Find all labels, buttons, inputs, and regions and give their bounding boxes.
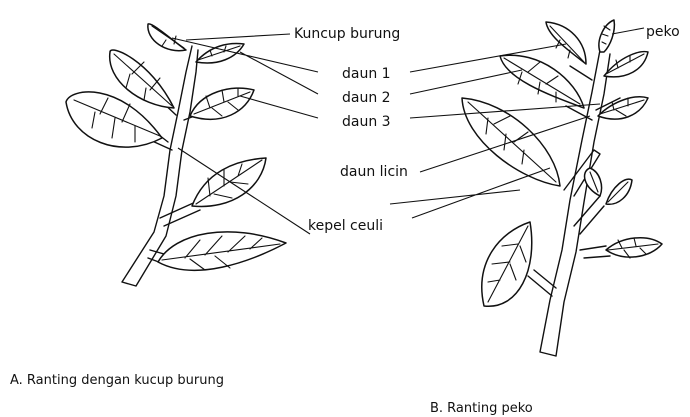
label-daun-licin: daun licin — [340, 164, 408, 180]
label-daun-2: daun 2 — [342, 90, 391, 106]
label-kuncup-burung: Kuncup burung — [294, 26, 400, 42]
branch-a-bud — [148, 24, 186, 51]
branch-a — [66, 24, 318, 286]
label-daun-1: daun 1 — [342, 66, 391, 82]
caption-b: B. Ranting peko — [430, 401, 533, 416]
branch-b-leaf-bottom — [482, 222, 532, 306]
branch-b-leaf-right-mid — [598, 97, 648, 119]
branch-a-leaf-bottom — [158, 232, 286, 270]
branch-b — [390, 20, 662, 356]
label-kepel-ceuli: kepel ceuli — [308, 218, 383, 234]
label-daun-3: daun 3 — [342, 114, 391, 130]
label-peko: peko — [646, 24, 680, 40]
branch-b-side-bud — [585, 168, 602, 196]
caption-a: A. Ranting dengan kucup burung — [10, 373, 224, 388]
